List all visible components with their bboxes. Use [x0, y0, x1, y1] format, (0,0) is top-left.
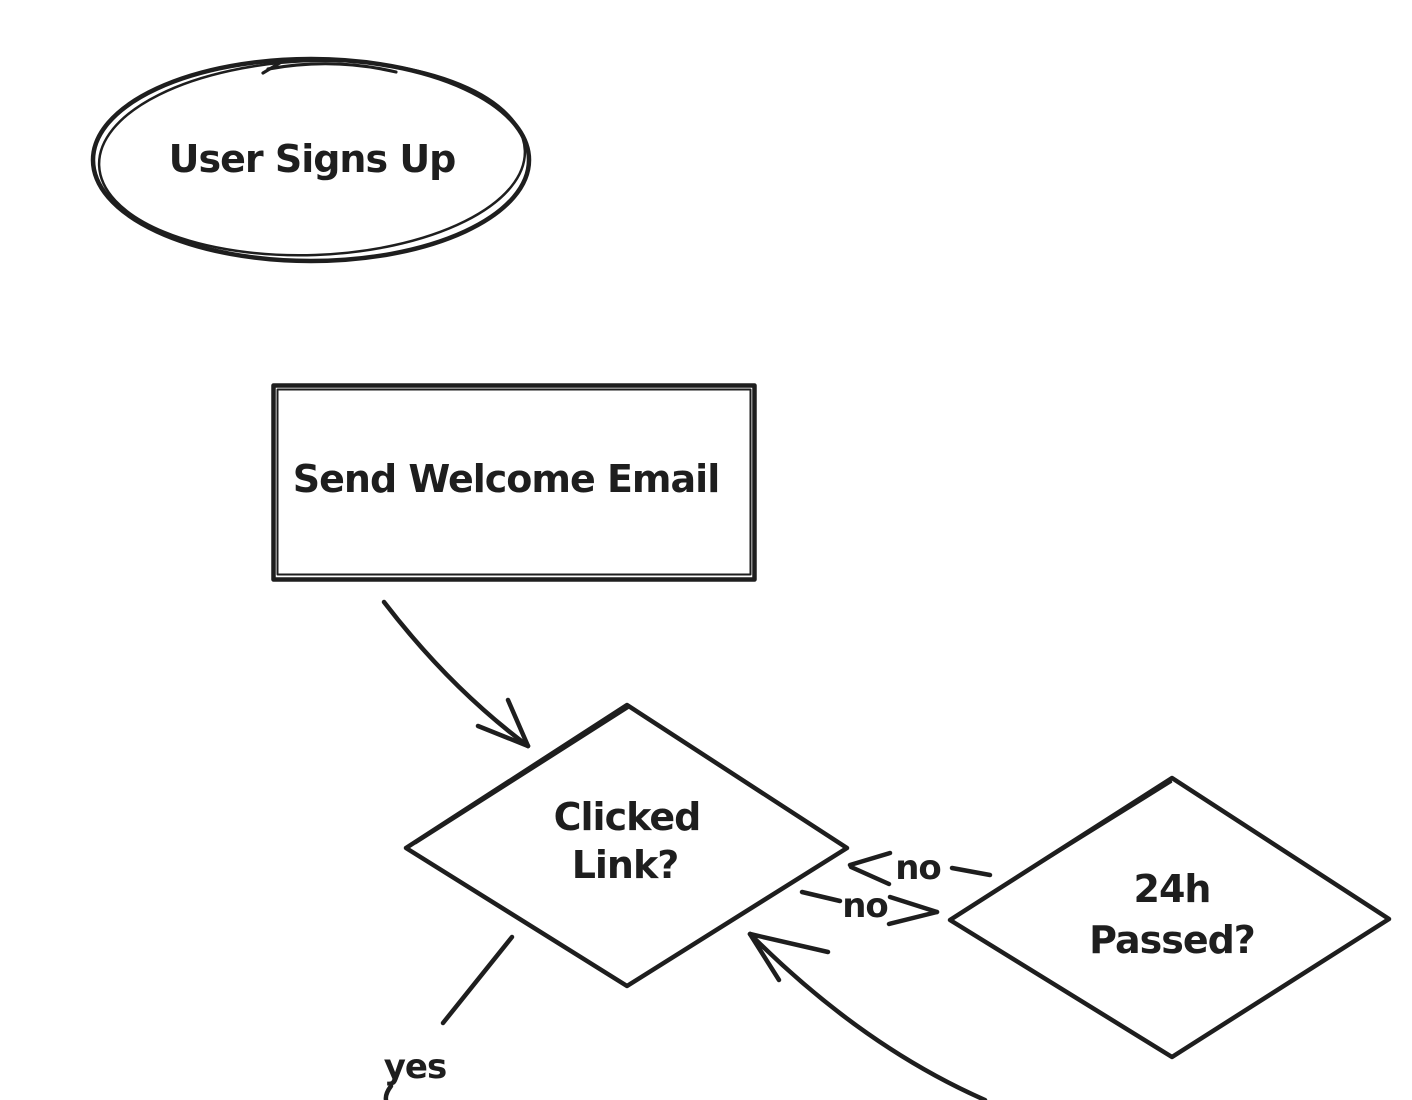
rectangle-outline	[271, 383, 757, 582]
node-24h-passed-label-line1: 24h	[1134, 867, 1211, 911]
ellipse-outline-sketch-pass	[97, 59, 527, 257]
diamond-outline-sketch-pass	[414, 706, 630, 845]
arrowhead-barb	[847, 850, 893, 868]
node-user-signs-up-label: User Signs Up	[169, 137, 456, 181]
node-clicked-link-label-line2: Link?	[572, 843, 679, 887]
edge-label-yes: yes	[384, 1047, 446, 1087]
rectangle-outline-sketch-pass	[276, 388, 752, 576]
arrowhead-barb	[505, 697, 531, 749]
ellipse-outline	[90, 56, 532, 264]
arrowhead-barb	[848, 864, 892, 887]
arrowhead-barb	[747, 931, 831, 955]
edge-send-email-to-clicked-link[interactable]	[381, 599, 531, 749]
arrow-shaft-dash	[799, 889, 843, 904]
edge-label-no-bottom: no	[842, 886, 888, 926]
ellipse-overlap-stroke	[266, 62, 398, 74]
arrowhead-sketch-pass	[901, 899, 932, 912]
node-send-welcome-email[interactable]: Send Welcome Email	[271, 383, 757, 582]
edge-return-to-clicked-link[interactable]	[747, 931, 988, 1100]
arrow-shaft	[747, 931, 988, 1100]
edge-clicked-link-to-24h-no[interactable]: no	[799, 886, 940, 927]
node-24h-passed-label-line2: Passed?	[1089, 918, 1255, 962]
ellipse-stroke-flick	[261, 59, 285, 75]
node-clicked-link-label-line1: Clicked	[554, 795, 701, 839]
diamond-outline-sketch-pass	[955, 780, 1173, 917]
edge-24h-to-clicked-link-no[interactable]: no	[847, 848, 993, 888]
node-24h-passed[interactable]: 24h Passed?	[947, 775, 1392, 1060]
arrow-shaft-continuation	[383, 1083, 394, 1100]
arrow-shaft	[381, 599, 531, 749]
arrow-shaft	[440, 934, 515, 1026]
node-user-signs-up[interactable]: User Signs Up	[90, 54, 532, 264]
arrowhead-barb	[886, 909, 940, 927]
edge-label-no-top: no	[895, 848, 941, 888]
arrow-shaft-dash	[949, 865, 993, 878]
node-clicked-link[interactable]: Clicked Link?	[403, 702, 850, 989]
arrowhead-barb	[747, 931, 782, 983]
edge-clicked-link-yes[interactable]: yes	[383, 934, 515, 1100]
arrowhead-barb	[475, 723, 531, 749]
diamond-outline	[403, 702, 850, 989]
node-send-welcome-email-label: Send Welcome Email	[293, 457, 719, 501]
